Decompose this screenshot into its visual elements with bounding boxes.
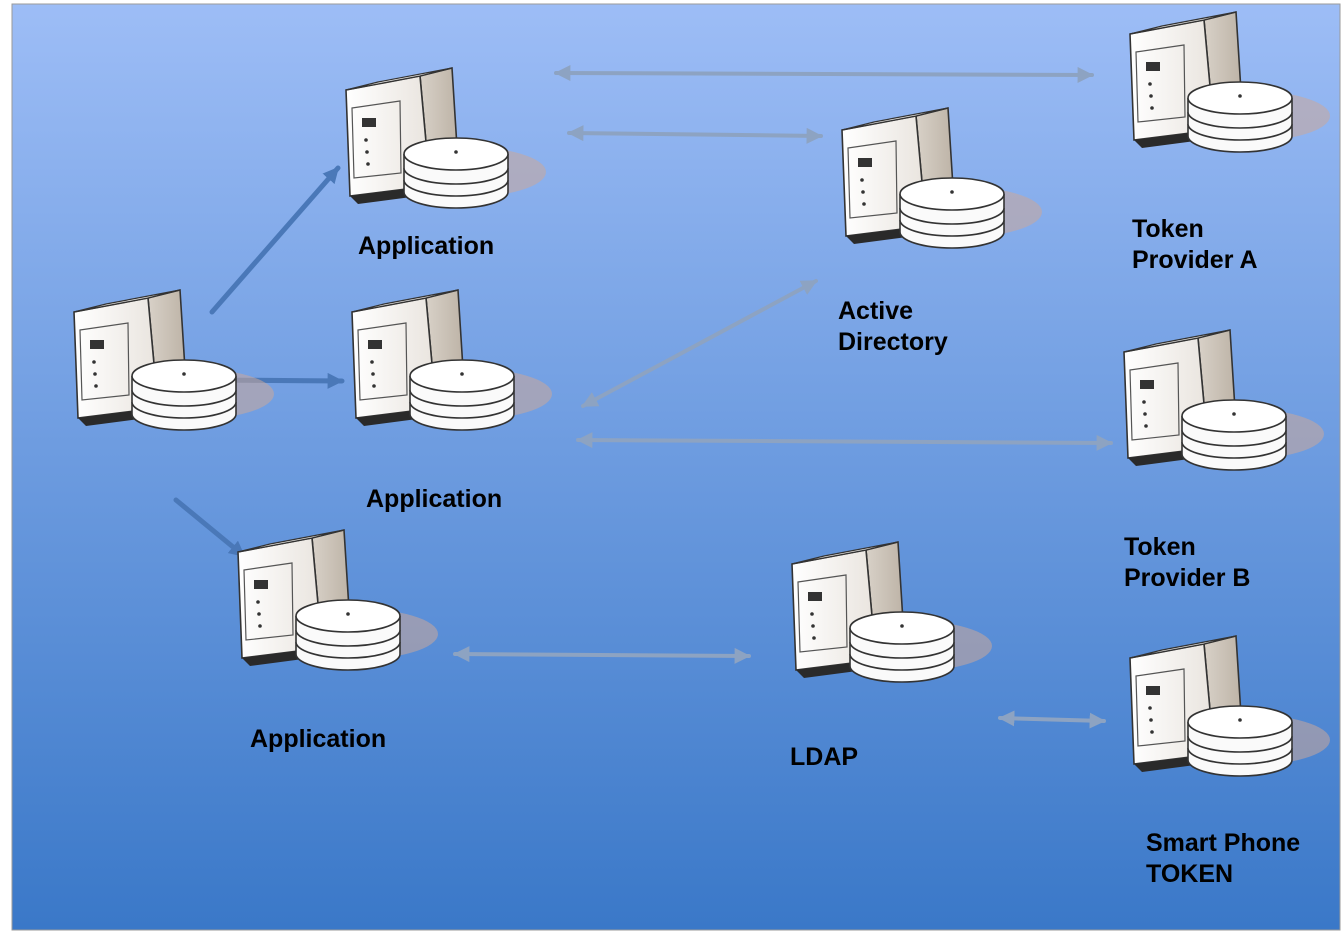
arrow-app-middle-to-active-directory [581,279,818,408]
active-directory-label-line: Directory [838,328,948,356]
token-provider-a-label-line: Token [1132,215,1204,243]
active-directory-label-line: Active [838,297,914,325]
smart-phone-token-label-line: TOKEN [1146,860,1234,888]
arrow-ldap-to-smart-phone-token [998,710,1106,729]
smart-phone-token-label-line: Smart Phone [1146,829,1301,857]
arrow-client-to-app-bottom [173,497,247,559]
arrow-app-middle-to-token-provider-b [576,432,1113,451]
token-provider-b-label-line: Provider B [1124,564,1251,592]
ldap-label-line: LDAP [790,743,859,771]
arrow-client-to-app-top [209,165,341,315]
app-top-label-line: Application [358,232,495,260]
app-bottom-label: Application [250,724,386,755]
arrow-app-bottom-to-ldap [453,646,751,664]
gradient-panel [11,3,1341,931]
app-top-label: Application [358,231,494,262]
app-middle-label-line: Application [366,485,503,513]
token-provider-b-label-line: Token [1124,533,1196,561]
app-middle-label: Application [366,484,502,515]
token-provider-a-label-line: Provider A [1132,246,1258,274]
app-bottom-label-line: Application [250,725,387,753]
ldap-label: LDAP [790,742,858,773]
connections-layer [173,65,1113,729]
arrow-app-top-to-active-directory [567,125,823,144]
arrow-app-top-to-token-provider-a [554,65,1094,83]
